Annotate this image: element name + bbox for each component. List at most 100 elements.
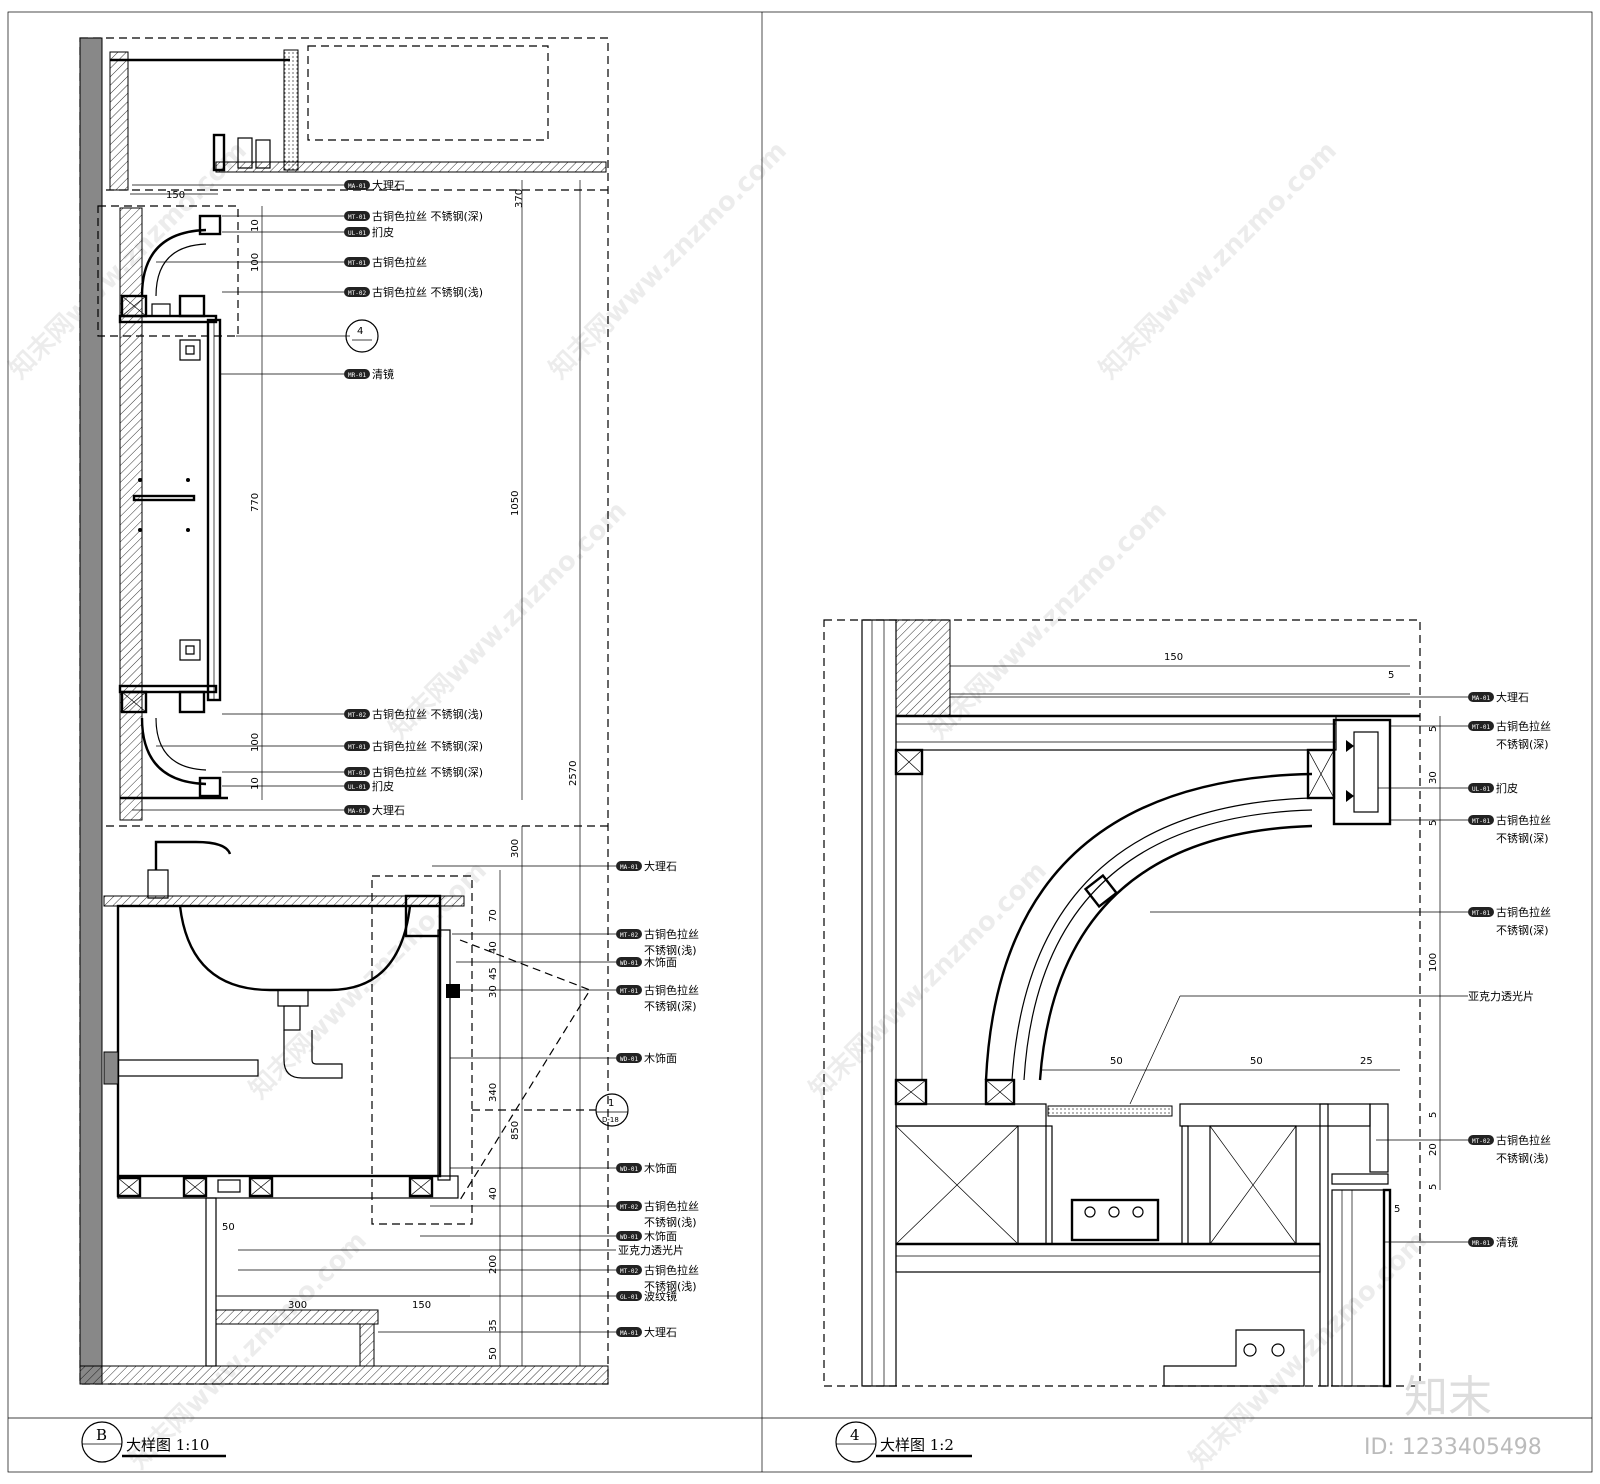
label-bronze: MT-01 古铜色拉丝 (156, 255, 427, 269)
svg-text:MT-01: MT-01 (1472, 724, 1490, 731)
svg-text:古铜色拉丝: 古铜色拉丝 (372, 255, 427, 269)
dim-text: 1050 (510, 491, 521, 516)
shelf-board (895, 1103, 1047, 1127)
dim-text: 2570 (568, 761, 579, 786)
led-strip (151, 303, 171, 317)
right-title-block: 4 大样图 1:2 (835, 1421, 972, 1463)
svg-text:MT-02: MT-02 (348, 290, 366, 297)
svg-text:D-18: D-18 (602, 1116, 619, 1124)
svg-text:MT-01: MT-01 (1472, 910, 1490, 917)
wood-block (178, 690, 206, 714)
right-labels: MA-01 大理石 MT-01 古铜色拉丝 不锈钢(深) UL-01 扪皮 MT… (950, 690, 1551, 1249)
svg-text:UL-01: UL-01 (348, 230, 366, 237)
label-bronze-deep-3: MT-01 古铜色拉丝 不锈钢(深) (222, 765, 483, 779)
dim-text: 10 (250, 219, 261, 232)
shelf-board (1179, 1103, 1371, 1127)
step-leg (359, 1323, 375, 1367)
label-bronze-deep-r2: MT-01 古铜色拉丝 不锈钢(深) (1390, 813, 1551, 845)
arc-layer (1011, 797, 1313, 1081)
svg-text:古铜色拉丝 不锈钢(浅): 古铜色拉丝 不锈钢(浅) (372, 707, 483, 721)
leather-strip (1353, 731, 1379, 813)
svg-text:古铜色拉丝: 古铜色拉丝 (644, 927, 699, 941)
svg-text:MR-01: MR-01 (1472, 1240, 1490, 1247)
svg-text:木饰面: 木饰面 (644, 1229, 677, 1243)
trap (283, 1005, 301, 1031)
label-mirror-r: MR-01 清镜 (1384, 1235, 1518, 1249)
base-board (895, 1243, 1321, 1273)
led-driver (1070, 1198, 1160, 1242)
svg-text:不锈钢(深): 不锈钢(深) (1496, 738, 1549, 751)
ceiling-joist (283, 49, 299, 171)
dim-text: 300 (510, 839, 521, 858)
label-marble-4: MA-01 大理石 (378, 1325, 677, 1339)
svg-text:MT-02: MT-02 (620, 1204, 638, 1211)
label-bronze-light-4: MT-02 古铜色拉丝 不锈钢(浅) (430, 1199, 699, 1229)
svg-text:MT-02: MT-02 (620, 1268, 638, 1275)
svg-text:UL-01: UL-01 (348, 784, 366, 791)
label-mirror: MR-01 清镜 (220, 367, 394, 381)
label-wood-2: WD-01 木饰面 (450, 1051, 677, 1065)
svg-text:古铜色拉丝: 古铜色拉丝 (644, 1199, 699, 1213)
title-mark: B (96, 1426, 107, 1444)
svg-text:古铜色拉丝: 古铜色拉丝 (1496, 719, 1551, 733)
left-labels: MA-01 大理石 MT-01 古铜色拉丝 不锈钢(深) UL-01 扪皮 MT… (132, 178, 699, 1339)
label-bronze-deep-4: MT-01 古铜色拉丝 不锈钢(深) (460, 983, 699, 1013)
label-leather-2: UL-01 扪皮 (222, 779, 394, 793)
hinge-top (179, 339, 201, 361)
svg-text:MA-01: MA-01 (1472, 695, 1490, 702)
dim-text: 770 (250, 493, 261, 512)
ceiling-fixture (237, 137, 253, 169)
svg-text:古铜色拉丝: 古铜色拉丝 (644, 1263, 699, 1277)
p-trap (283, 1030, 343, 1079)
trim-channel (1332, 718, 1392, 826)
dim-text: 370 (514, 189, 525, 208)
dim-text: 150 (166, 190, 185, 201)
label-marble-2: MA-01 大理石 (132, 803, 405, 817)
svg-text:MT-01: MT-01 (348, 260, 366, 267)
hinge-bottom (179, 639, 201, 661)
label-leather-r: UL-01 扪皮 (1378, 781, 1518, 795)
svg-text:亚克力透光片: 亚克力透光片 (1468, 989, 1534, 1003)
detail-1-callout: 1 D-18 (472, 1093, 629, 1127)
detail-4-callout: 4 (236, 319, 379, 353)
dim-text: 100 (250, 253, 261, 272)
svg-text:大理石: 大理石 (1496, 690, 1529, 704)
svg-text:清镜: 清镜 (1496, 1235, 1518, 1249)
detail-1-zone (371, 875, 473, 1225)
svg-text:古铜色拉丝: 古铜色拉丝 (644, 983, 699, 997)
svg-text:扪皮: 扪皮 (372, 779, 394, 793)
svg-text:古铜色拉丝 不锈钢(浅): 古铜色拉丝 不锈钢(浅) (372, 285, 483, 299)
plinth (117, 1175, 459, 1199)
svg-text:大理石: 大理石 (372, 178, 405, 192)
svg-text:古铜色拉丝 不锈钢(深): 古铜色拉丝 不锈钢(深) (372, 739, 483, 753)
marble-top-section (895, 619, 951, 717)
wood-block (178, 294, 206, 318)
svg-text:波纹镜: 波纹镜 (644, 1289, 677, 1303)
label-bronze-deep-r3: MT-01 古铜色拉丝 不锈钢(深) (1150, 905, 1551, 937)
svg-text:WD-01: WD-01 (620, 960, 638, 967)
top-board (895, 715, 1337, 751)
dim-text: 30 (1428, 771, 1439, 784)
led-strip (217, 1179, 241, 1193)
arc-layer (1023, 809, 1313, 1081)
svg-text:木饰面: 木饰面 (644, 955, 677, 969)
dim-text: 45 (488, 967, 499, 980)
dim-text: 5 (1388, 670, 1394, 681)
label-bronze-light-5: MT-02 古铜色拉丝 不锈钢(浅) (238, 1263, 699, 1293)
inner-arc (1038, 824, 1313, 1081)
faucet-spout (154, 840, 232, 870)
watermark-layer: 知末网www.znzmo.com 知末网www.znzmo.com 知末网www… (4, 136, 1433, 1475)
svg-text:不锈钢(深): 不锈钢(深) (644, 1000, 697, 1013)
left-wall (79, 37, 103, 1385)
dim-text: 70 (488, 909, 499, 922)
svg-text:MT-01: MT-01 (348, 744, 366, 751)
svg-text:清镜: 清镜 (372, 367, 394, 381)
svg-text:木饰面: 木饰面 (644, 1161, 677, 1175)
label-leather-1: UL-01 扪皮 (222, 225, 394, 239)
svg-text:不锈钢(浅): 不锈钢(浅) (644, 944, 697, 957)
dim-text: 50 (1110, 1056, 1123, 1067)
drain-pipe (117, 1059, 259, 1077)
svg-text:MT-01: MT-01 (620, 988, 638, 995)
watermark-text: 知末网www.znzmo.com (1094, 136, 1343, 385)
title-text: 大样图 1:2 (880, 1436, 954, 1454)
